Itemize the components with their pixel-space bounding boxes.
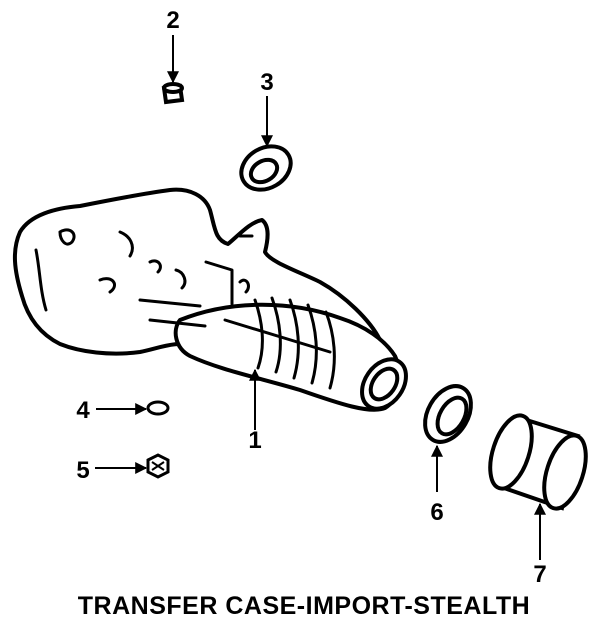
callout-4: 4 bbox=[76, 397, 90, 424]
part-1-transfer-case bbox=[12, 187, 408, 412]
diagram-caption: TRANSFER CASE-IMPORT-STEALTH bbox=[77, 592, 531, 620]
part-5-nut bbox=[146, 453, 170, 479]
callout-5: 5 bbox=[76, 457, 89, 484]
callout-1: 1 bbox=[248, 427, 261, 454]
callout-7: 7 bbox=[533, 561, 546, 588]
part-2-plug bbox=[161, 82, 185, 105]
part-3-seal bbox=[239, 144, 293, 192]
leader-lines bbox=[95, 35, 546, 560]
callout-6: 6 bbox=[430, 499, 443, 526]
callout-2: 2 bbox=[166, 7, 179, 34]
part-6-seal bbox=[423, 384, 473, 444]
callout-3: 3 bbox=[260, 69, 273, 96]
part-7-sleeve bbox=[488, 413, 588, 511]
part-4-gasket bbox=[146, 400, 170, 416]
